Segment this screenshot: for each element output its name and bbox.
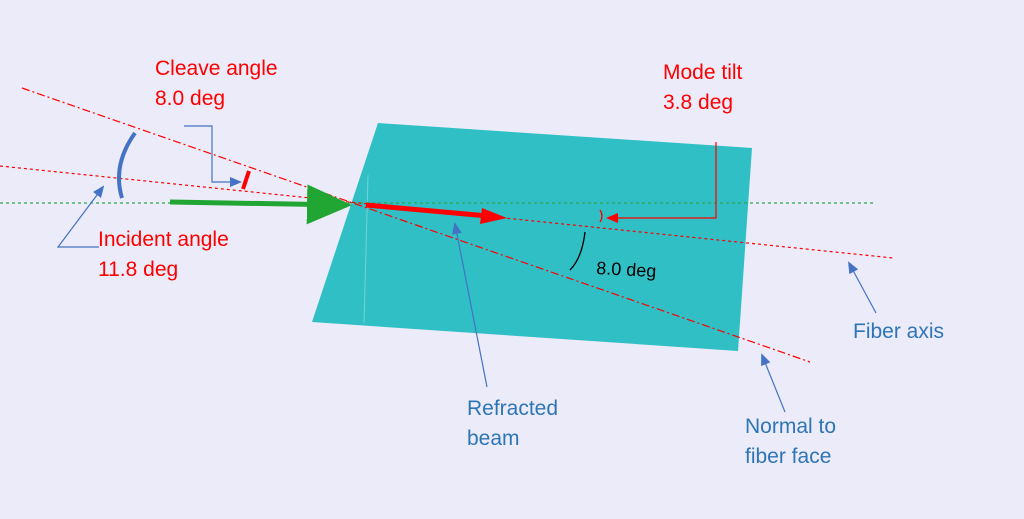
face-normal-line <box>21 87 811 363</box>
cleave-angle-title: Cleave angle <box>155 57 278 80</box>
incident-beam-arrow <box>169 184 352 225</box>
angle-between-label: 8.0 deg <box>595 257 657 282</box>
fiber-axis-label: Fiber axis <box>853 320 945 343</box>
refracted-beam-shaft <box>365 202 489 219</box>
refracted-beam-arrowhead <box>480 208 507 224</box>
fiber-body <box>312 123 752 351</box>
mode-tilt-arc <box>599 209 603 223</box>
normal-to-face-line1: Normal to <box>745 415 837 438</box>
incident-angle-title: Incident angle <box>98 228 229 251</box>
refracted-beam-line2: beam <box>467 427 520 450</box>
face-normal-leader <box>761 353 786 413</box>
cleave-angle-leader <box>184 125 242 187</box>
mode-tilt-title: Mode tilt <box>663 61 743 84</box>
cleave-angle-tick <box>241 170 251 190</box>
mode-tilt-leader <box>608 142 717 219</box>
refracted-beam-line1: Refracted <box>467 397 559 420</box>
mode-tilt-label: Mode tilt 3.8 deg <box>663 58 742 118</box>
fiber-axis-leader <box>848 261 877 314</box>
fiber-inner-edge <box>363 174 369 324</box>
incident-angle-arc <box>117 131 137 199</box>
incident-angle-value: 11.8 deg <box>98 258 179 281</box>
mode-tilt-value: 3.8 deg <box>663 91 734 114</box>
cleave-angle-label: Cleave angle 8.0 deg <box>155 54 278 114</box>
angle-arc-8deg <box>569 231 586 271</box>
cleave-angle-value: 8.0 deg <box>155 87 226 110</box>
normal-to-face-label: Normal to fiber face <box>745 412 836 472</box>
incident-angle-leader <box>56 185 105 248</box>
normal-to-face-line2: fiber face <box>745 445 832 468</box>
refracted-beam-leader <box>452 222 488 388</box>
incident-angle-label: Incident angle 11.8 deg <box>98 225 229 285</box>
refracted-beam-label: Refracted beam <box>467 394 558 454</box>
mode-tilt-leader-arrowhead <box>606 213 618 223</box>
